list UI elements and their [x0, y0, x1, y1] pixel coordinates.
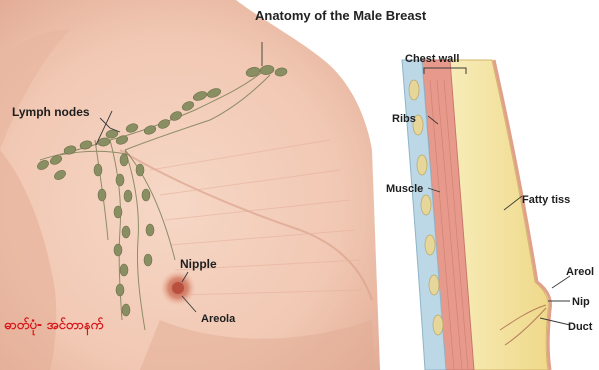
torso-front-view: [0, 0, 380, 370]
torso-skin: [0, 0, 380, 370]
label-muscle: Muscle: [386, 183, 423, 195]
label-nipple-front: Nipple: [180, 257, 217, 271]
label-fatty-tissue: Fatty tiss: [522, 194, 570, 206]
label-areola-side: Areol: [566, 266, 594, 278]
label-duct: Duct: [568, 321, 593, 333]
label-areola-front: Areola: [201, 313, 236, 325]
label-nipple-side: Nip: [572, 296, 590, 308]
label-chest-wall: Chest wall: [405, 53, 459, 65]
nipple-front: [172, 282, 184, 294]
areola-front: [160, 270, 196, 306]
label-lymph-nodes: Lymph nodes: [12, 105, 90, 119]
label-ribs: Ribs: [392, 113, 416, 125]
figure-title: Anatomy of the Male Breast: [255, 8, 427, 23]
